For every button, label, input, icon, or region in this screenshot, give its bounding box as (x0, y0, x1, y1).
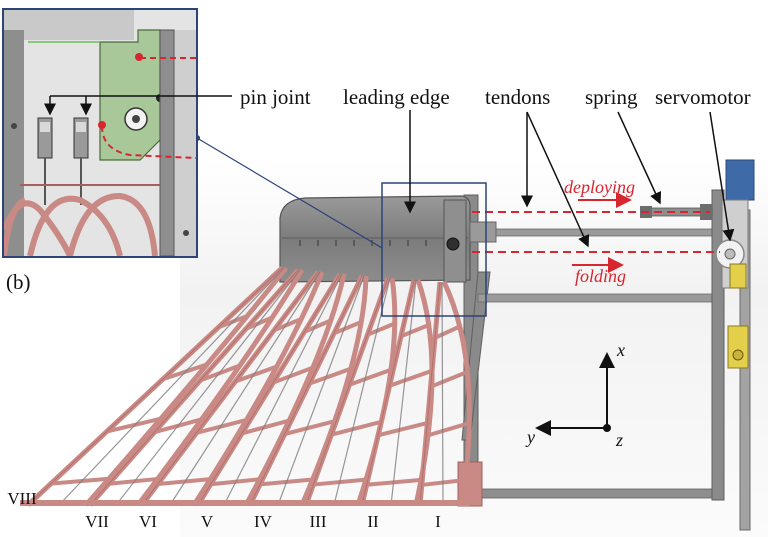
feather-VI (140, 270, 325, 507)
feather-VIII (26, 266, 288, 507)
tendons-pointer-2 (526, 111, 590, 248)
inset-feathers (4, 192, 158, 256)
label-pin-joint: pin joint (240, 85, 311, 109)
servomotor-pointer (709, 111, 735, 242)
label-servomotor: servomotor (655, 85, 751, 109)
label-tendons: tendons (485, 85, 550, 109)
servomotor-yellow-bracket (727, 325, 749, 369)
feather-label-I: I (435, 512, 441, 531)
upper-rod (477, 228, 719, 237)
feather-label-VIII: VIII (7, 489, 37, 508)
right-frame (711, 189, 725, 501)
label-folding: folding (575, 266, 626, 286)
axis-y-label: y (525, 427, 535, 447)
detail-region-box (381, 182, 487, 317)
servomotor-yellow-top (729, 263, 747, 289)
feather-label-V: V (201, 512, 214, 531)
label-leading-edge: leading edge (343, 85, 450, 109)
leading-edge-housing (279, 195, 471, 283)
feather-I (417, 280, 472, 506)
spring-pointer (617, 111, 662, 205)
inset-connector (196, 137, 383, 249)
feather-label-III: III (310, 512, 327, 531)
axis-x-label: x (616, 340, 625, 360)
feather-V (195, 272, 347, 507)
servomotor-body (725, 159, 755, 201)
feather-VII (88, 268, 305, 507)
label-deploying: deploying (564, 177, 635, 197)
axis-z-label: z (615, 430, 623, 450)
feather-label-VI: VI (139, 512, 157, 531)
feather-label-VII: VII (85, 512, 109, 531)
inset-green-bracket (99, 29, 161, 161)
servomotor-hub (724, 248, 736, 260)
panel-label: (b) (6, 270, 31, 294)
leading-edge-rivets (299, 240, 427, 246)
coordinate-axes: x y z (525, 340, 625, 450)
feather-tip-bar (20, 500, 470, 506)
lower-rod (477, 488, 719, 499)
feather-label-II: II (367, 512, 379, 531)
pin-bearing (446, 237, 460, 251)
inset-panel (2, 8, 232, 258)
label-spring: spring (585, 85, 638, 109)
feather-label-IV: IV (254, 512, 273, 531)
middle-rod (477, 293, 719, 303)
feather-array (20, 266, 472, 507)
